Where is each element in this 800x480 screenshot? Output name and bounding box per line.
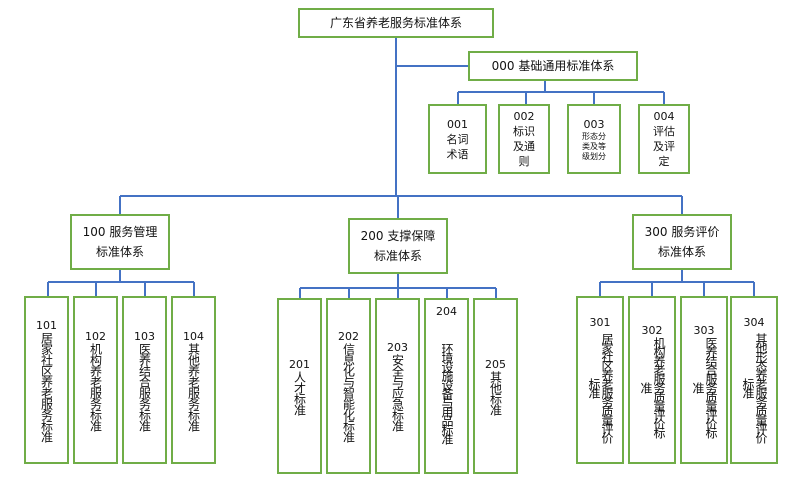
item-code: 103 [134,329,155,343]
item-104: 104 其他养老服务标准 [171,296,216,464]
item-205: 205 其他标准 [473,298,518,474]
item-text: 信息化与智能化标准 [341,343,356,442]
item-text: 标识 及通 则 [513,125,535,168]
base-system-box: 000 基础通用标准体系 [468,51,638,81]
item-code: 104 [183,329,204,343]
group-100-box: 100 服务管理 标准体系 [70,214,170,270]
item-code: 101 [36,318,57,332]
root-label: 广东省养老服务标准体系 [329,16,462,30]
item-203: 203 安全与应急标准 [375,298,420,474]
item-code: 002 [513,110,535,123]
item-code: 303 [693,323,715,337]
item-text: 其他养老服务标准 [186,342,201,431]
item-text: 名词 术语 [446,132,469,161]
item-101: 101 居家社区养老服务标准 [24,296,69,464]
item-code: 205 [485,357,506,371]
item-code: 202 [338,330,359,343]
item-202: 202 信息化与智能化标准 [326,298,371,474]
group-200-box: 200 支撑保障 标准体系 [348,218,448,274]
item-304: 304 其他形态养老服务质量评价标准 [730,296,778,464]
group-300-label: 300 服务评价 标准体系 [644,225,720,259]
item-code: 201 [289,357,310,371]
item-code: 203 [387,341,408,354]
item-text: 人才标准 [292,370,307,415]
item-code: 204 [436,304,457,318]
base-item-004: 004 评估 及评 定 [638,104,690,174]
item-text: 居家社区养老服务质量评价标准 [587,332,614,441]
root-box: 广东省养老服务标准体系 [298,8,494,38]
item-102: 102 机构养老服务标准 [73,296,118,464]
item-103: 103 医养结合服务标准 [122,296,167,464]
item-code: 304 [743,315,765,329]
base-system-label: 000 基础通用标准体系 [491,59,615,73]
item-code: 302 [641,323,663,337]
item-text: 环境设施设备与用品标准 [440,343,454,442]
item-code: 001 [447,117,468,131]
group-200-label: 200 支撑保障 标准体系 [360,229,436,263]
base-item-002: 002 标识 及通 则 [498,104,550,174]
item-text: 其他形态养老服务质量评价标准 [741,332,768,441]
item-text: 医养结合服务标准 [137,342,152,431]
item-301: 301 居家社区养老服务质量评价标准 [576,296,624,464]
item-204: 204 环境设施设备与用品标准 [424,298,469,474]
item-text: 医养结合服务质量评价标准 [691,337,718,436]
item-text: 形态分 类及等 级划分 [582,131,606,161]
item-303: 303 医养结合服务质量评价标准 [680,296,728,464]
item-text: 机构养老服务质量评价标准 [639,337,666,436]
item-302: 302 机构养老服务质量评价标准 [628,296,676,464]
item-text: 安全与应急标准 [390,354,405,431]
item-text: 评估 及评 定 [653,125,675,168]
base-item-003: 003 形态分 类及等 级划分 [567,104,621,174]
item-code: 004 [653,110,675,123]
item-201: 201 人才标准 [277,298,322,474]
item-text: 居家社区养老服务标准 [39,331,54,442]
base-item-001: 001 名词 术语 [428,104,487,174]
item-text: 其他标准 [488,370,503,415]
group-100-label: 100 服务管理 标准体系 [82,225,158,259]
group-300-box: 300 服务评价 标准体系 [632,214,732,270]
item-text: 机构养老服务标准 [88,342,103,431]
item-code: 003 [583,117,605,131]
item-code: 301 [589,315,611,329]
item-code: 102 [85,329,106,343]
